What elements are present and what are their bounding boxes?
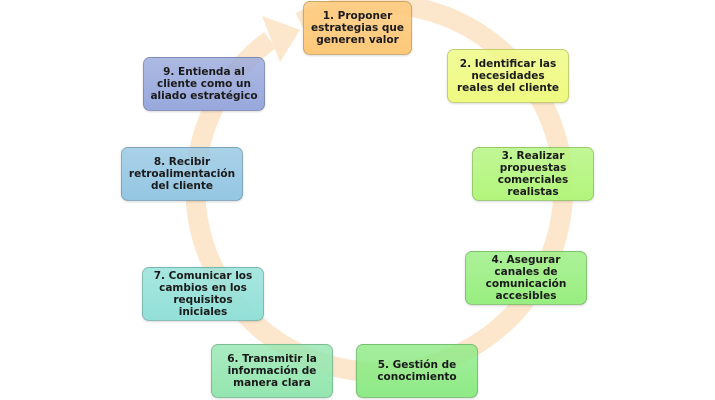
step-9-box: 9. Entienda al cliente como un aliado es…	[143, 57, 265, 111]
step-5-label: 5. Gestión de conocimiento	[377, 359, 457, 383]
step-5-box: 5. Gestión de conocimiento	[356, 344, 478, 398]
step-3-box: 3. Realizar propuestas comerciales reali…	[472, 147, 594, 201]
step-7-box: 7. Comunicar los cambios en los requisit…	[142, 267, 264, 321]
step-6-label: 6. Transmitir la información de manera c…	[227, 353, 317, 389]
step-8-box: 8. Recibir retroalimentación del cliente	[121, 147, 243, 201]
step-9-label: 9. Entienda al cliente como un aliado es…	[150, 66, 258, 102]
step-3-label: 3. Realizar propuestas comerciales reali…	[497, 150, 569, 198]
step-1-label: 1. Proponer estrategias que generen valo…	[310, 10, 404, 46]
step-2-box: 2. Identificar las necesidades reales de…	[447, 49, 569, 103]
step-1-box: 1. Proponer estrategias que generen valo…	[303, 1, 412, 55]
step-4-label: 4. Asegurar canales de comunicación acce…	[485, 254, 567, 302]
step-8-label: 8. Recibir retroalimentación del cliente	[128, 156, 236, 192]
cycle-arrowhead	[262, 16, 300, 62]
step-7-label: 7. Comunicar los cambios en los requisit…	[153, 270, 253, 318]
step-6-box: 6. Transmitir la información de manera c…	[211, 344, 333, 398]
step-4-box: 4. Asegurar canales de comunicación acce…	[465, 251, 587, 305]
step-2-label: 2. Identificar las necesidades reales de…	[456, 58, 560, 94]
